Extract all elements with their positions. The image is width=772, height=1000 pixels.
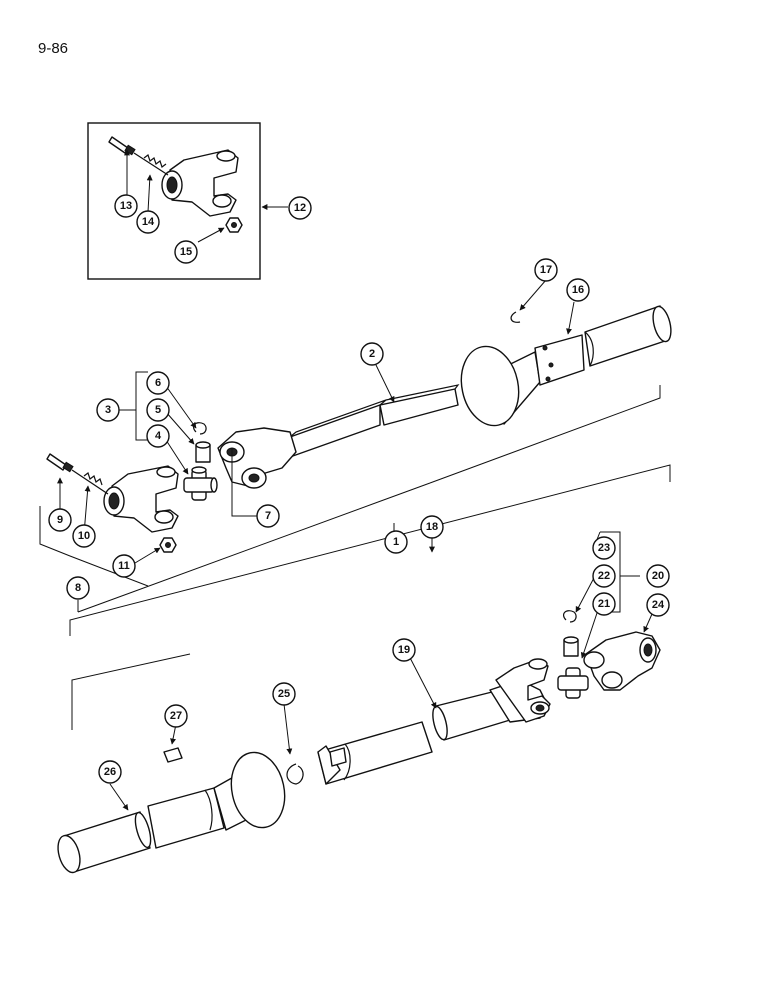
svg-text:21: 21 (598, 598, 610, 610)
callout-9: 9 (48, 508, 72, 532)
inset-spring (143, 154, 167, 168)
lower-shaft (57, 658, 551, 874)
svg-text:22: 22 (598, 570, 610, 582)
svg-text:16: 16 (572, 284, 584, 296)
svg-text:12: 12 (294, 202, 306, 214)
svg-text:25: 25 (278, 688, 290, 700)
bracket-upper-right (429, 385, 661, 484)
bracket-7 (231, 448, 256, 517)
svg-text:6: 6 (155, 377, 161, 389)
callout-23: 23 (592, 536, 616, 560)
callout-8: 8 (66, 576, 90, 600)
svg-text:13: 13 (120, 200, 132, 212)
callout-27: 27 (164, 704, 188, 728)
callout-25: 25 (272, 682, 296, 706)
callout-21: 21 (592, 592, 616, 616)
callout-17: 17 (534, 258, 558, 282)
callout-10: 10 (72, 524, 96, 548)
svg-text:4: 4 (155, 430, 162, 442)
bracket-3 (135, 371, 148, 441)
svg-text:14: 14 (142, 216, 155, 228)
page-number: 9-86 (38, 40, 69, 57)
callout-20: 20 (646, 564, 670, 588)
callout-12: 12 (288, 196, 312, 220)
svg-text:17: 17 (540, 264, 552, 276)
lower-right-yoke (583, 631, 661, 691)
callout-6: 6 (146, 371, 170, 395)
svg-text:5: 5 (155, 404, 161, 416)
svg-text:27: 27 (170, 710, 182, 722)
callout-26: 26 (98, 760, 122, 784)
callout-19: 19 (392, 638, 416, 662)
bracket-8 (39, 506, 149, 587)
inset-nut (225, 217, 243, 233)
bracket-18 (69, 464, 671, 636)
svg-text:23: 23 (598, 542, 610, 554)
upper-cross-assembly (183, 422, 218, 501)
inset-yoke (161, 149, 239, 217)
callout-16: 16 (566, 278, 590, 302)
inset-pin (108, 136, 169, 176)
callout-13: 13 (114, 194, 138, 218)
callout-24: 24 (646, 593, 670, 617)
upper-shaft (217, 305, 672, 489)
callout-1: 1 (384, 530, 408, 554)
bracket-lower-left (71, 653, 191, 730)
svg-text:9: 9 (57, 514, 63, 526)
callout-4: 4 (146, 424, 170, 448)
callout-5: 5 (146, 398, 170, 422)
svg-text:26: 26 (104, 766, 116, 778)
inset-frame (87, 122, 261, 280)
svg-text:18: 18 (426, 521, 438, 533)
svg-text:20: 20 (652, 570, 664, 582)
svg-text:7: 7 (265, 510, 271, 522)
svg-text:3: 3 (105, 404, 111, 416)
clip-27 (163, 747, 183, 763)
callout-7: 7 (256, 504, 280, 528)
svg-text:19: 19 (398, 644, 410, 656)
svg-text:1: 1 (393, 536, 399, 548)
svg-text:2: 2 (369, 348, 375, 360)
callout-18: 18 (420, 515, 444, 539)
callout-2: 2 (360, 342, 384, 366)
callout-22: 22 (592, 564, 616, 588)
svg-text:15: 15 (180, 246, 192, 258)
svg-text:24: 24 (652, 599, 665, 611)
clip-17 (510, 311, 521, 323)
callout-14: 14 (136, 210, 160, 234)
lower-cross-assembly (557, 610, 589, 699)
bracket-1 (77, 482, 431, 613)
upper-left-yoke (46, 453, 179, 553)
callout-3: 3 (96, 398, 120, 422)
callout-11: 11 (112, 554, 136, 578)
svg-text:11: 11 (118, 560, 130, 572)
svg-text:10: 10 (78, 530, 90, 542)
callout-15: 15 (174, 240, 198, 264)
svg-text:8: 8 (75, 582, 81, 594)
